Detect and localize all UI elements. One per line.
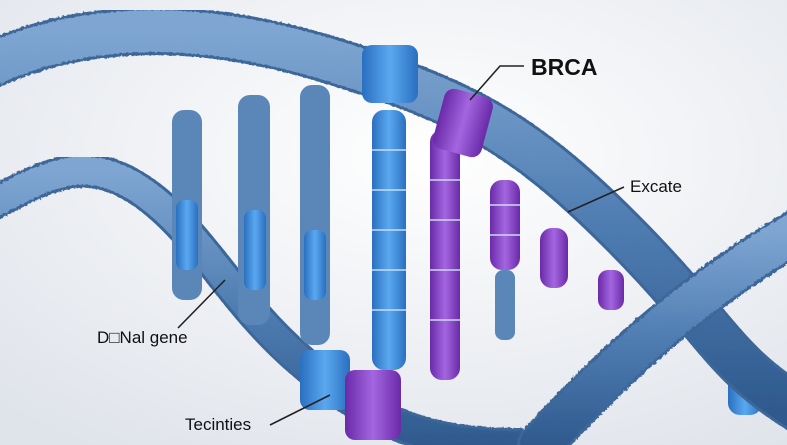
rung-blue xyxy=(238,95,270,325)
rung-blue xyxy=(172,110,202,300)
base-pair-rungs xyxy=(172,85,762,415)
rung-purple xyxy=(430,130,460,380)
leader-line-main xyxy=(469,65,524,101)
leader-line-left xyxy=(177,279,226,329)
rung-purple xyxy=(598,270,624,310)
rung-purple xyxy=(490,180,520,340)
leader-line-right xyxy=(567,186,625,213)
rung-blue xyxy=(372,110,406,370)
label-excate: Excate xyxy=(630,177,682,196)
rung-blue xyxy=(300,85,330,345)
label-brca: BRCA xyxy=(531,54,598,80)
leader-line-bottom xyxy=(269,394,331,426)
leader-lines xyxy=(177,65,625,426)
label-tecinties: Tecinties xyxy=(185,415,252,434)
strand-collars xyxy=(300,45,493,440)
label-dnal-gene: D□Nal gene xyxy=(97,328,188,347)
backbone-strand-back xyxy=(0,153,537,445)
rung-purple xyxy=(540,228,568,288)
